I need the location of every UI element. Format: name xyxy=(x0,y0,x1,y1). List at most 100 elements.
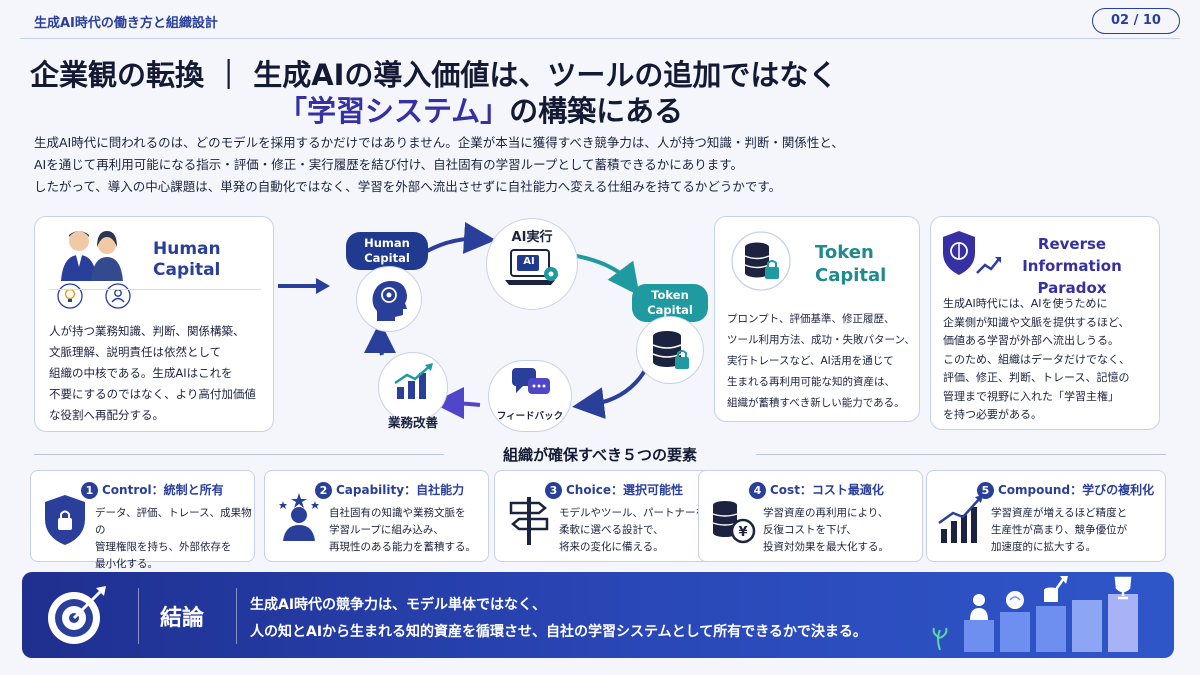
token-title-line: Token xyxy=(815,242,874,263)
element-title: 4 Cost：コスト最適化 xyxy=(749,481,884,499)
body-line: 学習資産の再利用により、 xyxy=(763,507,889,519)
element-number: 4 xyxy=(749,482,766,499)
body-line: 管理まで視野に入れた「学習主権」 xyxy=(943,389,1119,403)
section-rule-right xyxy=(756,454,1166,455)
human-capital-title-line: Capital xyxy=(153,260,221,280)
element-body: 自社固有の知識や業務文脈を 学習ループに組み込み、 再現性のある能力を蓄積する。 xyxy=(329,505,489,556)
element-body: モデルやツール、パートナーを 柔軟に選べる設計で、 将来の変化に備える。 xyxy=(559,505,719,556)
body-line: 学習ループに組み込み、 xyxy=(329,524,444,536)
deck-section-label: 生成AI時代の働き方と組織設計 xyxy=(34,16,218,31)
element-number: 2 xyxy=(315,482,332,499)
body-line: 柔軟に選べる設計で、 xyxy=(559,524,664,536)
body-line: 反復コストを下げ、 xyxy=(763,524,857,536)
user-icon xyxy=(105,283,131,309)
element-card-choice: 3 Choice：選択可能性 モデルやツール、パートナーを 柔軟に選べる設計で、 … xyxy=(494,470,719,562)
body-line: 将来の変化に備える。 xyxy=(559,541,664,553)
pill-line: Capital xyxy=(364,251,410,265)
pill-line: Capital xyxy=(647,303,693,317)
reverse-title-line: Paradox xyxy=(1037,279,1107,297)
star-person-icon xyxy=(279,493,319,541)
laptop-ai-icon xyxy=(505,249,558,285)
element-number: 1 xyxy=(81,482,98,499)
element-title-text: Cost：コスト最適化 xyxy=(770,483,884,497)
body-line: 学習資産が増えるほど精度と xyxy=(991,507,1128,519)
body-line: を持つ必要がある。 xyxy=(943,408,1042,421)
conclusion-text: 生成AI時代の競争力は、モデル単体ではなく、 人の知とAIから生まれる知的資産を… xyxy=(250,592,867,646)
element-title: 3 Choice：選択可能性 xyxy=(545,481,683,499)
page-title-line1: 企業観の転換 ｜ 生成AIの導入価値は、ツールの追加ではなく xyxy=(30,58,838,92)
cycle-human-capital-pill: Human Capital xyxy=(346,232,428,270)
element-title-text: Choice：選択可能性 xyxy=(566,483,683,497)
body-line: データ、評価、トレース、成果物の xyxy=(95,507,252,536)
body-line: 価値ある学習が外部へ流出しうる。 xyxy=(943,334,1119,347)
body-line: 最小化する。 xyxy=(95,558,158,570)
right-arrow-icon xyxy=(278,278,330,294)
cycle-improve-node xyxy=(378,352,448,422)
intro-line: したがって、導入の中心課題は、単発の自動化ではなく、学習を外部へ流出させずに自社… xyxy=(34,179,782,194)
conclusion-label: 結論 xyxy=(160,606,205,631)
token-capital-card: Token Capital プロンプト、評価基準、修正履歴、 ツール利用方法、成… xyxy=(714,216,920,422)
body-line: 不要にするのではなく、より高付加価値 xyxy=(49,387,256,401)
cycle-ai-exec-node xyxy=(486,218,578,310)
human-capital-body: 人が持つ業務知識、判断、関係構築、 文脈理解、説明責任は依然として 組織の中核で… xyxy=(49,321,269,426)
coins-yen-icon: ¥ xyxy=(712,501,756,544)
element-card-cost: ¥ 4 Cost：コスト最適化 学習資産の再利用により、 反復コストを下げ、 投資… xyxy=(698,470,923,562)
svg-text:¥: ¥ xyxy=(738,525,747,540)
title-rest: の構築にある xyxy=(509,94,684,128)
body-line: 生成AI時代には、AIを使うために xyxy=(943,297,1108,310)
element-body: 学習資産の再利用により、 反復コストを下げ、 投資対効果を最大化する。 xyxy=(763,505,923,556)
human-capital-card: Human Capital 人が持つ業務知識、判断、関係構築、 文脈理解、説明責… xyxy=(34,216,274,432)
section-rule-left xyxy=(34,454,444,455)
body-line: 組織の中核である。生成AIはこれを xyxy=(49,366,233,380)
body-line: 加速度的に拡大する。 xyxy=(991,541,1096,553)
chat-icon xyxy=(512,368,550,394)
element-number: 5 xyxy=(977,482,994,499)
body-line: 自社固有の知識や業務文脈を xyxy=(329,507,466,519)
body-line: 企業側が知識や文脈を提供するほど、 xyxy=(943,315,1130,329)
conclusion-divider xyxy=(138,588,139,644)
ai-badge: AI xyxy=(523,256,535,267)
intro-line: AIを通じて再利用可能になる指示・評価・修正・実行履歴を結び付け、自社固有の学習… xyxy=(34,157,743,172)
element-title: 5 Compound：学びの複利化 xyxy=(977,481,1154,499)
element-card-control: 1 Control：統制と所有 データ、評価、トレース、成果物の 管理権限を持ち、… xyxy=(30,470,255,570)
element-body: 学習資産が増えるほど精度と 生産性が高まり、競争優位が 加速度的に拡大する。 xyxy=(991,505,1163,556)
feedback-label: フィードバック xyxy=(496,411,564,422)
database-lock-icon xyxy=(652,331,689,369)
conclusion-line: 生成AI時代の競争力は、モデル単体ではなく、 xyxy=(250,597,547,613)
head-icon xyxy=(372,281,407,321)
reverse-title-line: Reverse Information xyxy=(1022,235,1122,275)
human-capital-title-line: Human xyxy=(153,239,221,259)
reverse-paradox-title: Reverse Information Paradox xyxy=(997,233,1147,299)
token-capital-title: Token Capital xyxy=(815,241,886,287)
element-title: 1 Control：統制と所有 xyxy=(81,481,224,499)
body-line: 生産性が高まり、競争優位が xyxy=(991,524,1128,536)
element-title-text: Control：統制と所有 xyxy=(102,483,224,497)
database-lock-icon xyxy=(731,231,791,291)
cycle-token-node xyxy=(636,316,704,384)
header-divider xyxy=(20,38,1180,39)
growth-stairs-illustration xyxy=(932,576,1138,652)
element-number: 3 xyxy=(545,482,562,499)
lightbulb-icon xyxy=(57,283,83,309)
body-line: 投資対効果を最大化する。 xyxy=(763,541,889,553)
people-icon xyxy=(61,231,123,281)
pill-line: Token xyxy=(651,288,689,302)
conclusion-line: 人の知とAIから生まれる知的資産を循環させ、自社の学習システムとして所有できるか… xyxy=(250,624,867,640)
element-card-compound: 5 Compound：学びの複利化 学習資産が増えるほど精度と 生産性が高まり、競… xyxy=(926,470,1166,562)
body-line: 人が持つ業務知識、判断、関係構築、 xyxy=(49,324,245,338)
cycle-token-capital-pill: Token Capital xyxy=(632,284,708,322)
element-title-text: Compound：学びの複利化 xyxy=(998,483,1155,497)
page-number-badge: 02 / 10 xyxy=(1092,8,1180,34)
body-line: 評価、修正、判断、トレース、記憶の xyxy=(943,371,1130,384)
body-line: プロンプト、評価基準、修正履歴、 xyxy=(727,313,895,325)
body-line: モデルやツール、パートナーを xyxy=(559,507,706,519)
body-line: 文脈理解、説明責任は依然として xyxy=(49,345,222,359)
target-icon xyxy=(48,586,106,644)
body-line: な役割へ再配分する。 xyxy=(49,408,164,422)
body-line: このため、組織はデータだけでなく、 xyxy=(943,352,1130,366)
brain-shield-icon xyxy=(943,231,1001,275)
body-line: 管理権限を持ち、外部依存を xyxy=(95,541,232,553)
signpost-icon xyxy=(509,497,549,545)
page-title-line2: 「学習システム」の構築にある xyxy=(278,88,683,130)
